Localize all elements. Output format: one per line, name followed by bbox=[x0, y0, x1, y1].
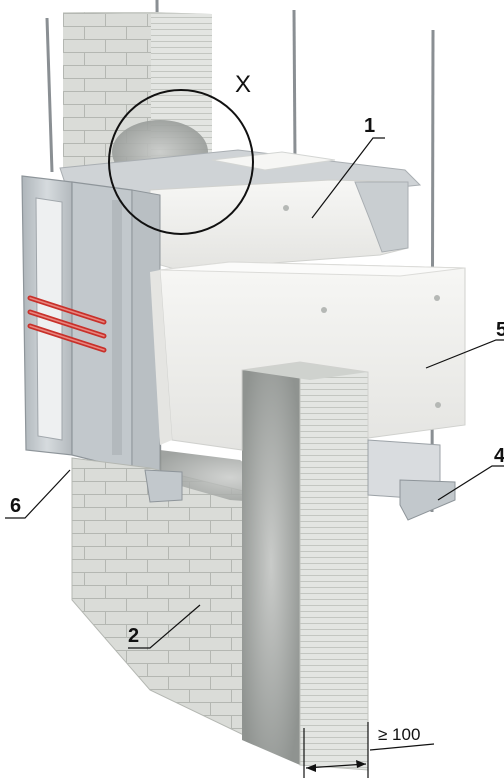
pipe-bundle bbox=[27, 295, 107, 353]
callout-5: 5 bbox=[496, 319, 504, 341]
upper-insulation-box bbox=[149, 179, 409, 271]
support-bracket bbox=[144, 439, 456, 521]
thickness-dimension bbox=[303, 722, 435, 778]
leader-lines bbox=[5, 137, 504, 649]
callout-1: 1 bbox=[364, 115, 375, 137]
threaded-rod bbox=[292, 9, 297, 161]
callout-2: 2 bbox=[128, 625, 139, 647]
detail-marker-label: X bbox=[235, 71, 251, 98]
leader-line-5 bbox=[425, 339, 504, 369]
masonry-pier bbox=[242, 361, 369, 771]
leader-line-1 bbox=[311, 137, 385, 219]
callout-4: 4 bbox=[494, 445, 504, 467]
detail-circle bbox=[108, 89, 254, 235]
dimension-label: ≥ 100 bbox=[378, 725, 420, 744]
callout-6: 6 bbox=[10, 495, 21, 517]
leader-line-6 bbox=[5, 469, 71, 519]
leader-line-4 bbox=[437, 465, 504, 501]
front-insulation-box bbox=[150, 261, 466, 451]
leader-line-2 bbox=[128, 604, 201, 649]
threaded-rod bbox=[45, 17, 54, 173]
